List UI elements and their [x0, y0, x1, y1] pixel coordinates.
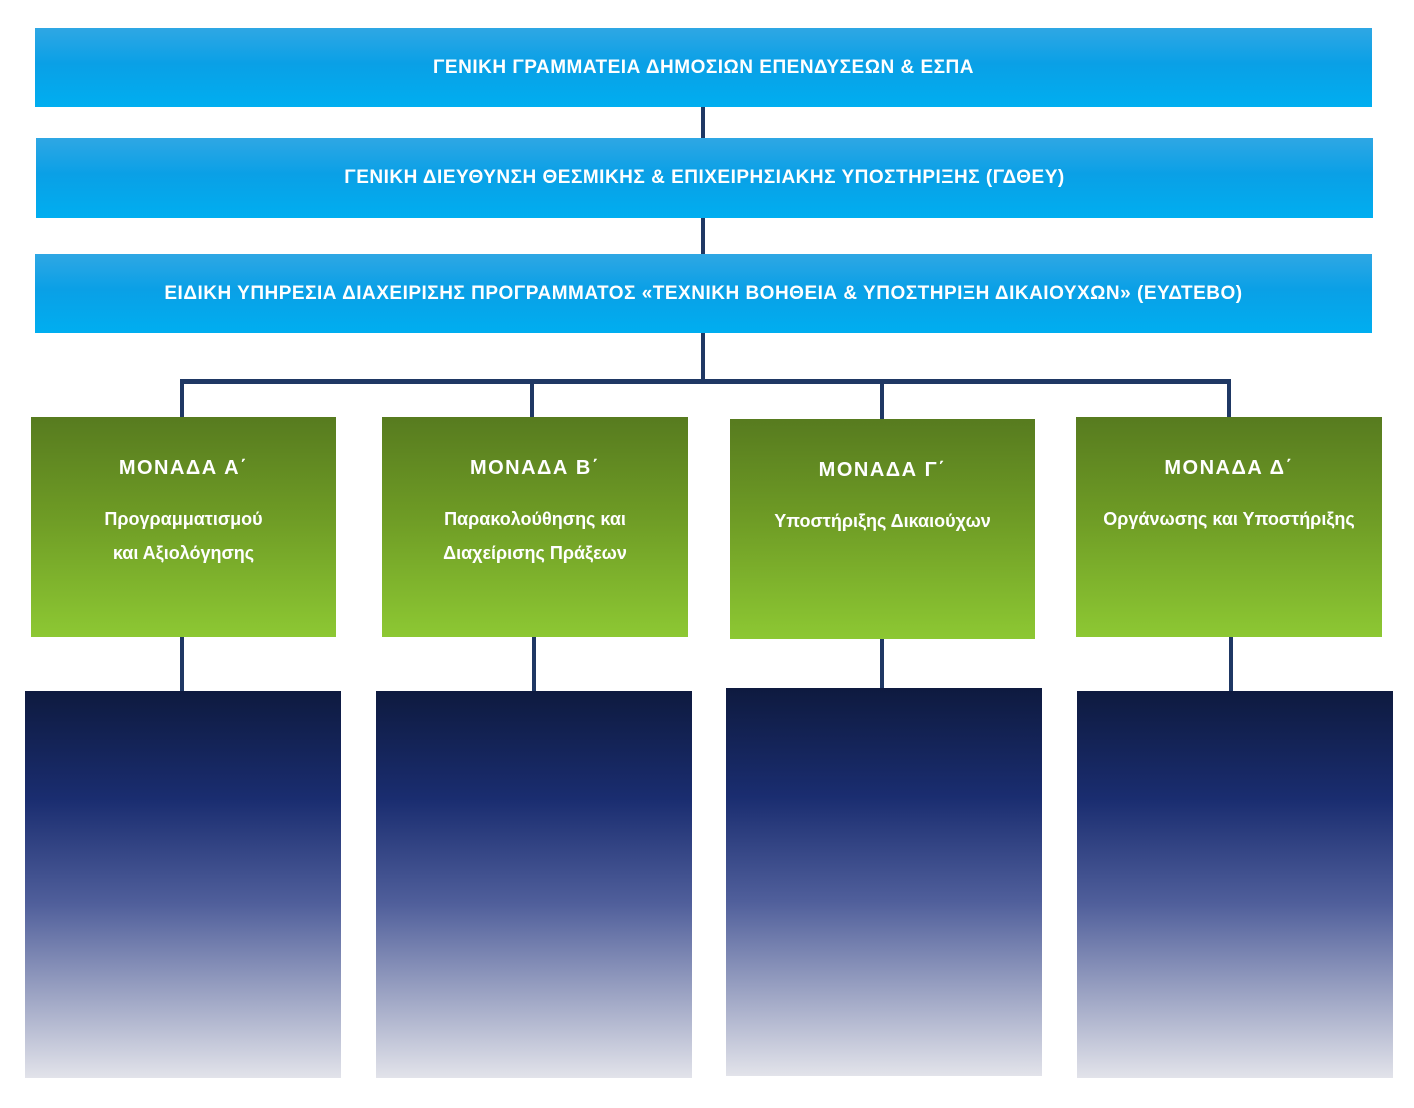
special-service-box: ΕΙΔΙΚΗ ΥΠΗΡΕΣΙΑ ΔΙΑΧΕΙΡΙΣΗΣ ΠΡΟΓΡΑΜΜΑΤΟΣ… — [35, 254, 1372, 333]
connector-unit-a-sub — [180, 636, 184, 692]
general-directorate-box: ΓΕΝΙΚΗ ΔΙΕΥΘΥΝΣΗ ΘΕΣΜΙΚΗΣ & ΕΠΙΧΕΙΡΗΣΙΑΚ… — [36, 138, 1373, 218]
connector-branch-unit-d — [1227, 379, 1231, 419]
unit-b-desc-line2: Διαχείρισης Πράξεων — [443, 543, 627, 563]
connector-branch-unit-c — [880, 379, 884, 421]
connector-level3-branch — [701, 332, 705, 382]
unit-b-desc-line1: Παρακολούθησης και — [444, 509, 626, 529]
unit-b-box: ΜΟΝΑΔΑ Β΄ Παρακολούθησης και Διαχείρισης… — [382, 417, 688, 637]
unit-c-sub-box — [726, 688, 1042, 1076]
unit-c-description: Υποστήριξης Δικαιούχων — [730, 504, 1035, 538]
unit-d-description: Οργάνωσης και Υποστήριξης — [1076, 502, 1382, 536]
unit-b-description: Παρακολούθησης και Διαχείρισης Πράξεων — [382, 502, 688, 570]
unit-c-box: ΜΟΝΑΔΑ Γ΄ Υποστήριξης Δικαιούχων — [730, 419, 1035, 639]
connector-level1-level2 — [701, 106, 705, 140]
general-directorate-label: ΓΕΝΙΚΗ ΔΙΕΥΘΥΝΣΗ ΘΕΣΜΙΚΗΣ & ΕΠΙΧΕΙΡΗΣΙΑΚ… — [344, 167, 1065, 188]
connector-level2-level3 — [701, 217, 705, 255]
unit-a-box: ΜΟΝΑΔΑ Α΄ Προγραμματισμού και Αξιολόγηση… — [31, 417, 336, 637]
unit-b-sub-box — [376, 691, 692, 1078]
general-secretariat-box: ΓΕΝΙΚΗ ΓΡΑΜΜΑΤΕΙΑ ΔΗΜΟΣΙΩΝ ΕΠΕΝΔΥΣΕΩΝ & … — [35, 28, 1372, 107]
special-service-label: ΕΙΔΙΚΗ ΥΠΗΡΕΣΙΑ ΔΙΑΧΕΙΡΙΣΗΣ ΠΡΟΓΡΑΜΜΑΤΟΣ… — [164, 282, 1243, 304]
unit-a-sub-box — [25, 691, 341, 1078]
unit-a-description: Προγραμματισμού και Αξιολόγησης — [31, 502, 336, 570]
connector-unit-c-sub — [880, 638, 884, 690]
unit-d-title: ΜΟΝΑΔΑ Δ΄ — [1164, 457, 1294, 479]
connector-branch-unit-b — [530, 379, 534, 419]
connector-horizontal-branch — [180, 379, 1231, 384]
unit-b-title: ΜΟΝΑΔΑ Β΄ — [469, 457, 601, 479]
unit-c-title: ΜΟΝΑΔΑ Γ΄ — [818, 459, 947, 481]
connector-branch-unit-a — [180, 379, 184, 419]
unit-d-desc-line1: Οργάνωσης και Υποστήριξης — [1103, 509, 1355, 529]
unit-a-desc-line1: Προγραμματισμού — [104, 509, 263, 529]
unit-d-sub-box — [1077, 691, 1393, 1078]
unit-a-title: ΜΟΝΑΔΑ Α΄ — [118, 457, 249, 479]
unit-a-desc-line2: και Αξιολόγησης — [112, 543, 255, 563]
unit-c-desc-line1: Υποστήριξης Δικαιούχων — [774, 511, 991, 531]
general-secretariat-label: ΓΕΝΙΚΗ ΓΡΑΜΜΑΤΕΙΑ ΔΗΜΟΣΙΩΝ ΕΠΕΝΔΥΣΕΩΝ & … — [433, 56, 974, 78]
connector-unit-d-sub — [1229, 636, 1233, 692]
unit-d-box: ΜΟΝΑΔΑ Δ΄ Οργάνωσης και Υποστήριξης — [1076, 417, 1382, 637]
connector-unit-b-sub — [532, 636, 536, 692]
